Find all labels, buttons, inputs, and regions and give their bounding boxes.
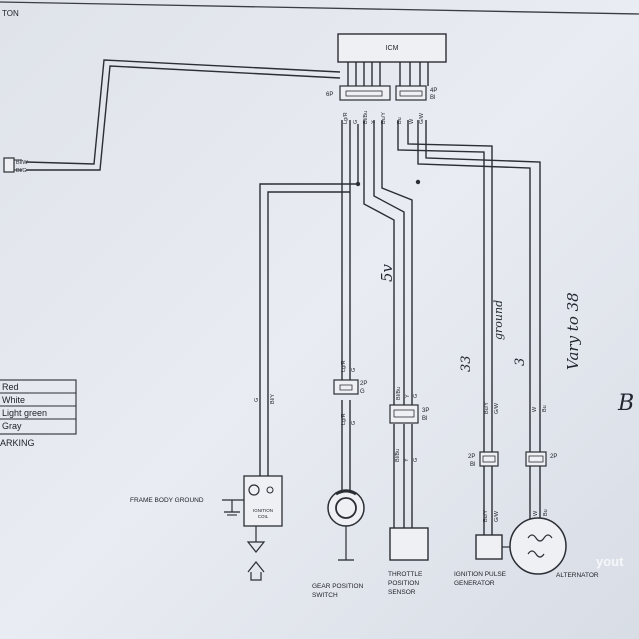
watermark: yout [596, 554, 624, 569]
note-tps-volts: 5v [378, 263, 396, 282]
connector-4p: 4P Bl [395, 85, 437, 101]
tps-label-3: SENSOR [388, 589, 416, 596]
frame-ground-label: FRAME BODY GROUND [130, 497, 204, 504]
top-wire-code: Bu/Y [381, 112, 387, 124]
left-plug-code-1: Bl/W [16, 160, 28, 166]
ipg-label-2: GENERATOR [454, 580, 495, 587]
gear-wire-code: Lg/R [341, 413, 347, 425]
ipg-wire-code: Bu/Y [484, 402, 490, 414]
connector-4p-pins: 4P [430, 88, 437, 94]
ignition-pulse-generator: IGNITION PULSE GENERATOR [454, 534, 510, 587]
tps-wire-code: G [413, 394, 419, 398]
ipg-wire-code: G/W [494, 402, 500, 414]
ignition-wire-code: Bl/Y [270, 394, 276, 404]
ignition-coil-label-2: COIL [258, 514, 269, 519]
connector-6p-pins: 6P [326, 92, 333, 98]
handwritten-notes: 5v 33 ground 3 Vary to 38 B [378, 263, 634, 416]
left-plug: Bl/W Bl/G [3, 157, 28, 174]
tps-connector-pins: 3P [422, 408, 429, 414]
color-legend: Red White Light green Gray ARKING [0, 379, 77, 448]
legend-entry: Light green [2, 408, 47, 418]
gear-switch-label-1: GEAR POSITION [312, 583, 364, 590]
tps-wire-code: Bl/Bu [396, 387, 402, 400]
gear-wire-code: G [351, 421, 357, 425]
alt-wire-code: W [533, 510, 539, 516]
ipg-wire-code: G/W [494, 510, 500, 522]
tps-wire-code: Y [405, 394, 411, 398]
note-ipg-ground: ground [492, 300, 505, 340]
ipg-label-1: IGNITION PULSE [454, 571, 507, 578]
alt-wire-code: W [532, 406, 538, 412]
alt-wire-code: Bu [543, 509, 549, 516]
icm-module: ICM [337, 33, 447, 86]
top-wire-code: G [353, 120, 359, 124]
ignition-wire-code: G [254, 398, 260, 402]
tps-wire-code: Bl/Bu [395, 449, 401, 462]
throttle-position-sensor: THROTTLE POSITION SENSOR [388, 527, 429, 596]
ignition-coil-label-1: IGNITION [253, 508, 273, 513]
alt-wire-code: Bu [542, 405, 548, 412]
note-ipg-value: 33 [459, 355, 474, 372]
harness-wires [259, 120, 541, 535]
ignition-coil: IGNITION COIL [243, 475, 283, 581]
top-wire-code: W [409, 118, 415, 124]
top-wire-code: Bl/Bu [363, 111, 369, 124]
legend-entry: Gray [2, 421, 22, 431]
frame-body-ground: FRAME BODY GROUND [130, 497, 244, 516]
tps-connector-color: Bl [422, 416, 427, 422]
header-fragment: TON [2, 9, 19, 18]
gear-connector-color: G [360, 389, 365, 395]
top-wire-code: Bu [397, 117, 403, 124]
tps-wire-code: G [413, 458, 419, 462]
gear-switch-label-2: SWITCH [312, 592, 338, 599]
legend-entry: Red [2, 382, 19, 392]
alt-connector-pins: 2P [550, 454, 557, 460]
junction-dot [415, 179, 421, 185]
legend-entry: White [2, 395, 25, 405]
ipg-connector-pins: 2P [468, 454, 475, 460]
connector-4p-color: Bl [430, 95, 435, 101]
left-plug-code-2: Bl/G [16, 168, 27, 174]
alternator: ALTERNATOR [509, 517, 599, 579]
alternator-connector: 2P W Bu W Bu [525, 405, 557, 516]
note-alt-vary: Vary to 38 [564, 292, 582, 370]
tps-label-1: THROTTLE [388, 571, 423, 578]
spark-plug-icon [247, 561, 265, 581]
ipg-wire-code: Bu/Y [483, 510, 489, 522]
top-wire-code: Lg/R [343, 112, 349, 124]
legend-footer: ARKING [0, 438, 35, 448]
gear-wire-code: Lg/R [341, 360, 347, 372]
icm-label: ICM [386, 45, 399, 52]
ipg-connector-color: Bl [470, 462, 475, 468]
junction-dot [355, 181, 361, 187]
left-plug-harness [25, 59, 341, 171]
gear-position-connector: 2P G Lg/R G Lg/R G [333, 360, 367, 425]
note-right-edge: B [617, 391, 634, 416]
gear-connector-pins: 2P [360, 381, 367, 387]
tps-wire-code: Y [404, 458, 410, 462]
alternator-label: ALTERNATOR [556, 572, 599, 579]
tps-label-2: POSITION [388, 580, 419, 587]
tps-connector: 3P Bl Bl/Bu Y G Bl/Bu Y G [389, 387, 429, 462]
pulse-generator-connector: 2P Bl Bu/Y G/W Bu/Y G/W [468, 402, 500, 522]
page-border-line [0, 1, 639, 15]
gear-position-switch: GEAR POSITION SWITCH [312, 489, 365, 599]
gear-wire-code: G [351, 368, 357, 372]
top-wire-code: G/W [419, 112, 425, 124]
connector-6p: 6P [326, 85, 391, 101]
note-alt-value: 3 [513, 358, 528, 366]
